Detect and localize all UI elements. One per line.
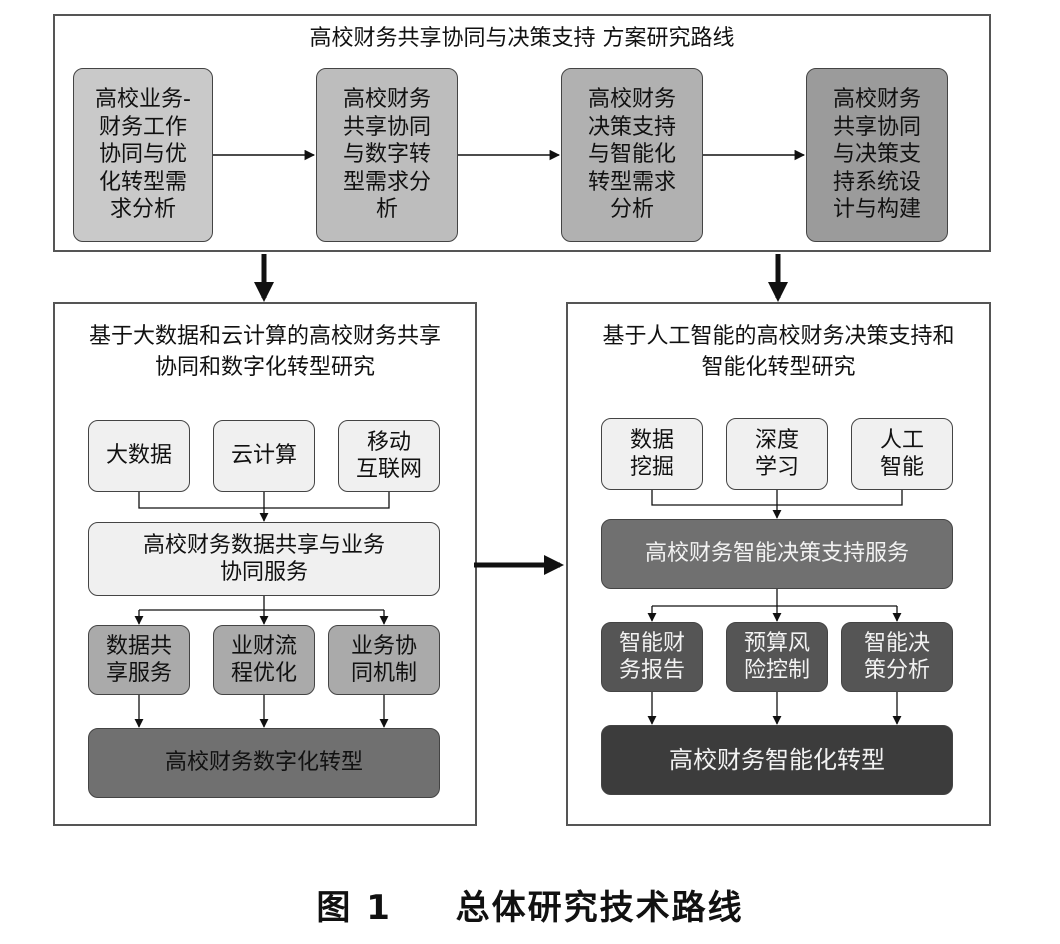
left-panel-title: 基于大数据和云计算的高校财务共享 协同和数字化转型研究	[88, 324, 441, 380]
figure-caption: 图 1 总体研究技术路线	[0, 880, 1060, 929]
top-panel-title: 高校财务共享协同与决策支持 方案研究路线	[309, 26, 735, 51]
figure-title: 总体研究技术路线	[455, 888, 744, 928]
right-service-box: 高校财务智能决策支持服务	[601, 519, 953, 589]
right-panel-title: 基于人工智能的高校财务决策支持和 智能化转型研究	[602, 324, 955, 380]
left-sub-data-sharing: 数据共 享服务	[88, 625, 190, 695]
left-sub-collaboration-mechanism: 业务协 同机制	[328, 625, 440, 695]
right-sub-smart-report: 智能财 务报告	[601, 622, 703, 692]
tech-deep-learning: 深度 学习	[726, 418, 828, 490]
left-sub-process-optimization: 业财流 程优化	[213, 625, 315, 695]
tech-cloud-computing: 云计算	[213, 420, 315, 492]
step-decision-ai-analysis: 高校财务 决策支持 与智能化 转型需求 分析	[561, 68, 703, 242]
step-requirement-analysis: 高校业务- 财务工作 协同与优 化转型需 求分析	[73, 68, 213, 242]
figure-number: 图 1	[316, 888, 392, 928]
right-sub-decision-analysis: 智能决 策分析	[841, 622, 953, 692]
left-service-box: 高校财务数据共享与业务 协同服务	[88, 522, 440, 596]
tech-big-data: 大数据	[88, 420, 190, 492]
left-result-box: 高校财务数字化转型	[88, 728, 440, 798]
tech-data-mining: 数据 挖掘	[601, 418, 703, 490]
step-sharing-digital-analysis: 高校财务 共享协同 与数字转 型需求分 析	[316, 68, 458, 242]
step-system-design: 高校财务 共享协同 与决策支 持系统设 计与构建	[806, 68, 948, 242]
tech-artificial-intelligence: 人工 智能	[851, 418, 953, 490]
tech-mobile-internet: 移动 互联网	[338, 420, 440, 492]
right-sub-budget-risk: 预算风 险控制	[726, 622, 828, 692]
right-result-box: 高校财务智能化转型	[601, 725, 953, 795]
